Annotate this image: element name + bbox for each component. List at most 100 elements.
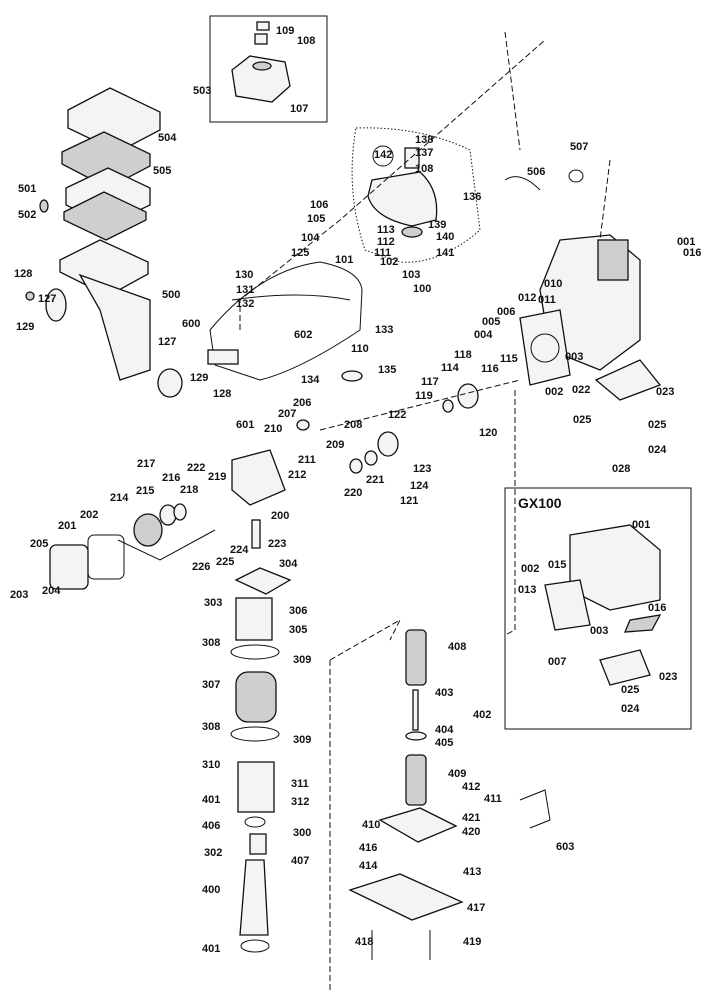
part-label-410: 410 xyxy=(362,819,380,831)
part-label-207: 207 xyxy=(278,408,296,420)
part-label-129: 129 xyxy=(190,372,208,384)
part-label-118: 118 xyxy=(454,349,472,361)
part-label-418: 418 xyxy=(355,936,373,948)
part-label-408: 408 xyxy=(448,641,466,653)
part-label-203: 203 xyxy=(10,589,28,601)
part-label-023: 023 xyxy=(659,671,677,683)
part-label-504: 504 xyxy=(158,132,177,144)
part-label-013: 013 xyxy=(518,584,536,596)
part-label-401: 401 xyxy=(202,794,220,806)
part-label-416: 416 xyxy=(359,842,377,854)
part-label-202: 202 xyxy=(80,509,98,521)
part-label-200: 200 xyxy=(271,510,289,522)
part-label-109: 109 xyxy=(276,25,294,37)
part-label-025: 025 xyxy=(573,414,591,426)
part-label-403: 403 xyxy=(435,687,453,699)
part-label-421: 421 xyxy=(462,812,480,824)
part-label-003: 003 xyxy=(565,351,583,363)
part-label-107: 107 xyxy=(290,103,308,115)
part-label-028: 028 xyxy=(612,463,630,475)
part-label-106: 106 xyxy=(310,199,328,211)
part-label-420: 420 xyxy=(462,826,480,838)
part-label-600: 600 xyxy=(182,318,200,330)
part-label-103: 103 xyxy=(402,269,420,281)
part-label-412: 412 xyxy=(462,781,480,793)
part-label-136: 136 xyxy=(463,191,481,203)
part-label-011: 011 xyxy=(538,294,556,306)
part-label-010: 010 xyxy=(544,278,562,290)
part-label-305: 305 xyxy=(289,624,307,636)
part-label-205: 205 xyxy=(30,538,48,550)
part-label-015: 015 xyxy=(548,559,566,571)
part-label-503: 503 xyxy=(193,85,211,97)
part-label-023: 023 xyxy=(656,386,674,398)
part-label-133: 133 xyxy=(375,324,393,336)
part-label-100: 100 xyxy=(413,283,431,295)
part-label-123: 123 xyxy=(413,463,431,475)
part-label-402: 402 xyxy=(473,709,491,721)
part-label-141: 141 xyxy=(436,247,454,259)
part-label-501: 501 xyxy=(18,183,36,195)
part-label-413: 413 xyxy=(463,866,481,878)
part-label-222: 222 xyxy=(187,462,205,474)
part-label-111: 111 xyxy=(374,247,391,259)
part-label-104: 104 xyxy=(301,232,320,244)
part-label-128: 128 xyxy=(213,388,231,400)
part-label-140: 140 xyxy=(436,231,454,243)
part-label-002: 002 xyxy=(545,386,563,398)
part-label-405: 405 xyxy=(435,737,453,749)
part-label-602: 602 xyxy=(294,329,312,341)
part-label-208: 208 xyxy=(344,419,362,431)
part-label-312: 312 xyxy=(291,796,309,808)
part-label-142: 142 xyxy=(374,149,392,161)
part-label-603: 603 xyxy=(556,841,574,853)
air-filter-parts xyxy=(25,87,183,398)
part-label-110: 110 xyxy=(351,343,369,355)
part-label-201: 201 xyxy=(58,520,76,532)
part-label-306: 306 xyxy=(289,605,307,617)
part-label-108: 108 xyxy=(297,35,315,47)
part-label-113: 113 xyxy=(377,224,395,236)
part-label-006: 006 xyxy=(497,306,515,318)
part-label-119: 119 xyxy=(415,390,433,402)
part-label-308: 308 xyxy=(202,721,220,733)
part-label-131: 131 xyxy=(236,284,254,296)
part-label-117: 117 xyxy=(421,376,439,388)
part-label-108: 108 xyxy=(415,163,433,175)
crankcase-parts xyxy=(49,383,479,590)
part-label-506: 506 xyxy=(527,166,545,178)
part-label-226: 226 xyxy=(192,561,210,573)
part-label-132: 132 xyxy=(236,298,254,310)
part-label-124: 124 xyxy=(410,480,429,492)
part-label-307: 307 xyxy=(202,679,220,691)
part-label-135: 135 xyxy=(378,364,396,376)
part-label-016: 016 xyxy=(648,602,666,614)
part-label-101: 101 xyxy=(335,254,353,266)
part-label-114: 114 xyxy=(441,362,460,374)
fuel-tank xyxy=(351,127,481,263)
part-label-127: 127 xyxy=(158,336,176,348)
part-label-417: 417 xyxy=(467,902,485,914)
part-label-505: 505 xyxy=(153,165,171,177)
part-label-139: 139 xyxy=(428,219,446,231)
part-label-138: 138 xyxy=(415,134,433,146)
part-label-115: 115 xyxy=(500,353,518,365)
part-label-500: 500 xyxy=(162,289,180,301)
part-label-134: 134 xyxy=(301,374,320,386)
part-label-214: 214 xyxy=(110,492,129,504)
part-label-300: 300 xyxy=(293,827,311,839)
part-label-308: 308 xyxy=(202,637,220,649)
part-label-218: 218 xyxy=(180,484,198,496)
part-label-303: 303 xyxy=(204,597,222,609)
handle-frame xyxy=(207,261,363,382)
dashed-leaders xyxy=(117,31,611,990)
part-label-216: 216 xyxy=(162,472,180,484)
part-label-206: 206 xyxy=(293,397,311,409)
part-label-211: 211 xyxy=(298,454,316,466)
part-label-007: 007 xyxy=(548,656,566,668)
part-label-025: 025 xyxy=(621,684,639,696)
part-label-215: 215 xyxy=(136,485,154,497)
part-label-223: 223 xyxy=(268,538,286,550)
part-label-025: 025 xyxy=(648,419,666,431)
